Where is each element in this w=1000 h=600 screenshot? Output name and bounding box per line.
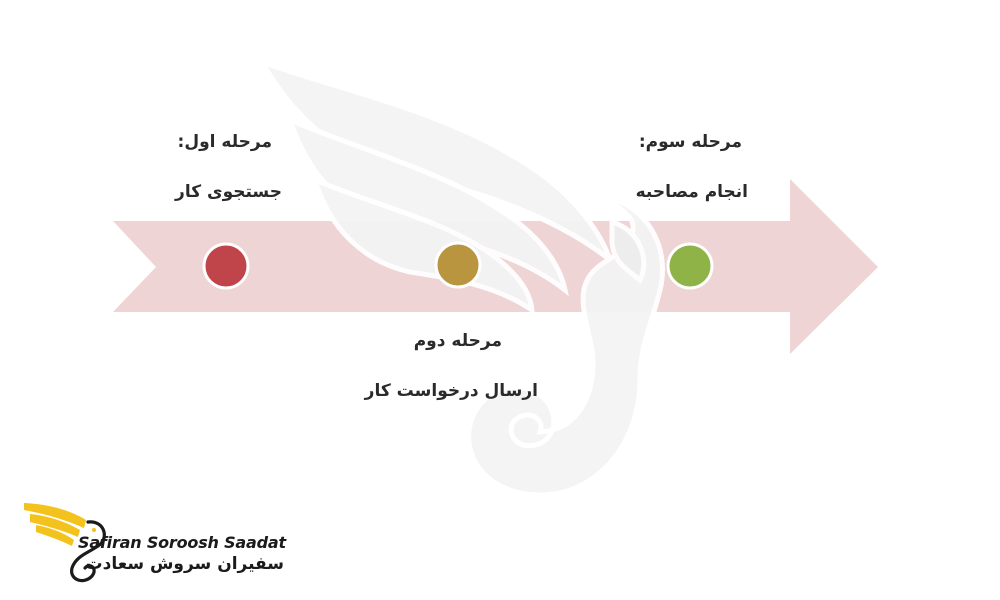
stage-1-subtitle: جستجوی کار [175,182,282,202]
stage-3-subtitle: انجام مصاحبه [635,182,748,202]
stage-2-title: مرحله دوم [413,331,502,351]
company-name-english: Safiran Soroosh Saadat [78,533,286,552]
stage-3-title: مرحله سوم: [638,132,742,152]
stage-2-dot [434,241,482,289]
company-name-persian: سفیران سروش سعادت [85,554,284,574]
stage-3-dot [666,242,714,290]
stage-1-dot [202,242,250,290]
stage-2-subtitle: ارسال درخواست کار [364,381,538,401]
stage-1-title: مرحله اول: [177,132,272,152]
